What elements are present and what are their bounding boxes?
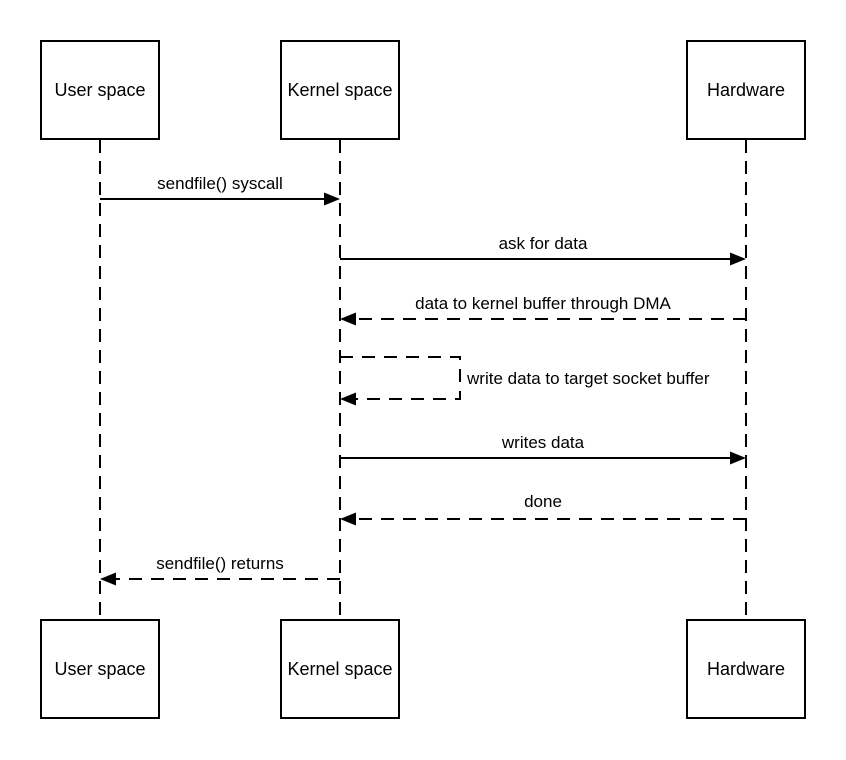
message-label-ask-for-data: ask for data: [498, 234, 588, 253]
actor-label-user-space-top: User space: [54, 80, 146, 100]
message-label-sendfile-syscall: sendfile() syscall: [157, 174, 283, 193]
actor-label-kernel-space-top: Kernel space: [287, 80, 393, 100]
actor-box-user-space-bottom: User space: [40, 619, 160, 719]
arrow-sendfile-syscall: [100, 192, 340, 206]
actor-label-hardware-bottom: Hardware: [706, 659, 786, 679]
actor-label-kernel-space-bottom: Kernel space: [287, 659, 393, 679]
actor-box-kernel-space-top: Kernel space: [280, 40, 400, 140]
message-label-sendfile-returns: sendfile() returns: [156, 554, 284, 573]
arrow-write-data-self-message: [340, 356, 461, 406]
actor-box-hardware-top: Hardware: [686, 40, 806, 140]
actor-box-hardware-bottom: Hardware: [686, 619, 806, 719]
actor-label-user-space-bottom: User space: [54, 659, 146, 679]
arrow-data-to-kernel-buffer: [340, 312, 746, 326]
message-label-data-to-kernel-buffer: data to kernel buffer through DMA: [415, 294, 671, 313]
arrow-writes-data: [340, 451, 746, 465]
message-label-write-data-to-socket-buffer: write data to target socket buffer: [467, 369, 710, 388]
arrow-sendfile-returns: [100, 572, 340, 586]
arrow-ask-for-data: [340, 252, 746, 266]
actor-box-user-space-top: User space: [40, 40, 160, 140]
message-label-done: done: [524, 492, 562, 511]
actor-box-kernel-space-bottom: Kernel space: [280, 619, 400, 719]
arrow-done: [340, 512, 746, 526]
actor-label-hardware-top: Hardware: [706, 80, 786, 100]
message-label-writes-data: writes data: [501, 433, 585, 452]
